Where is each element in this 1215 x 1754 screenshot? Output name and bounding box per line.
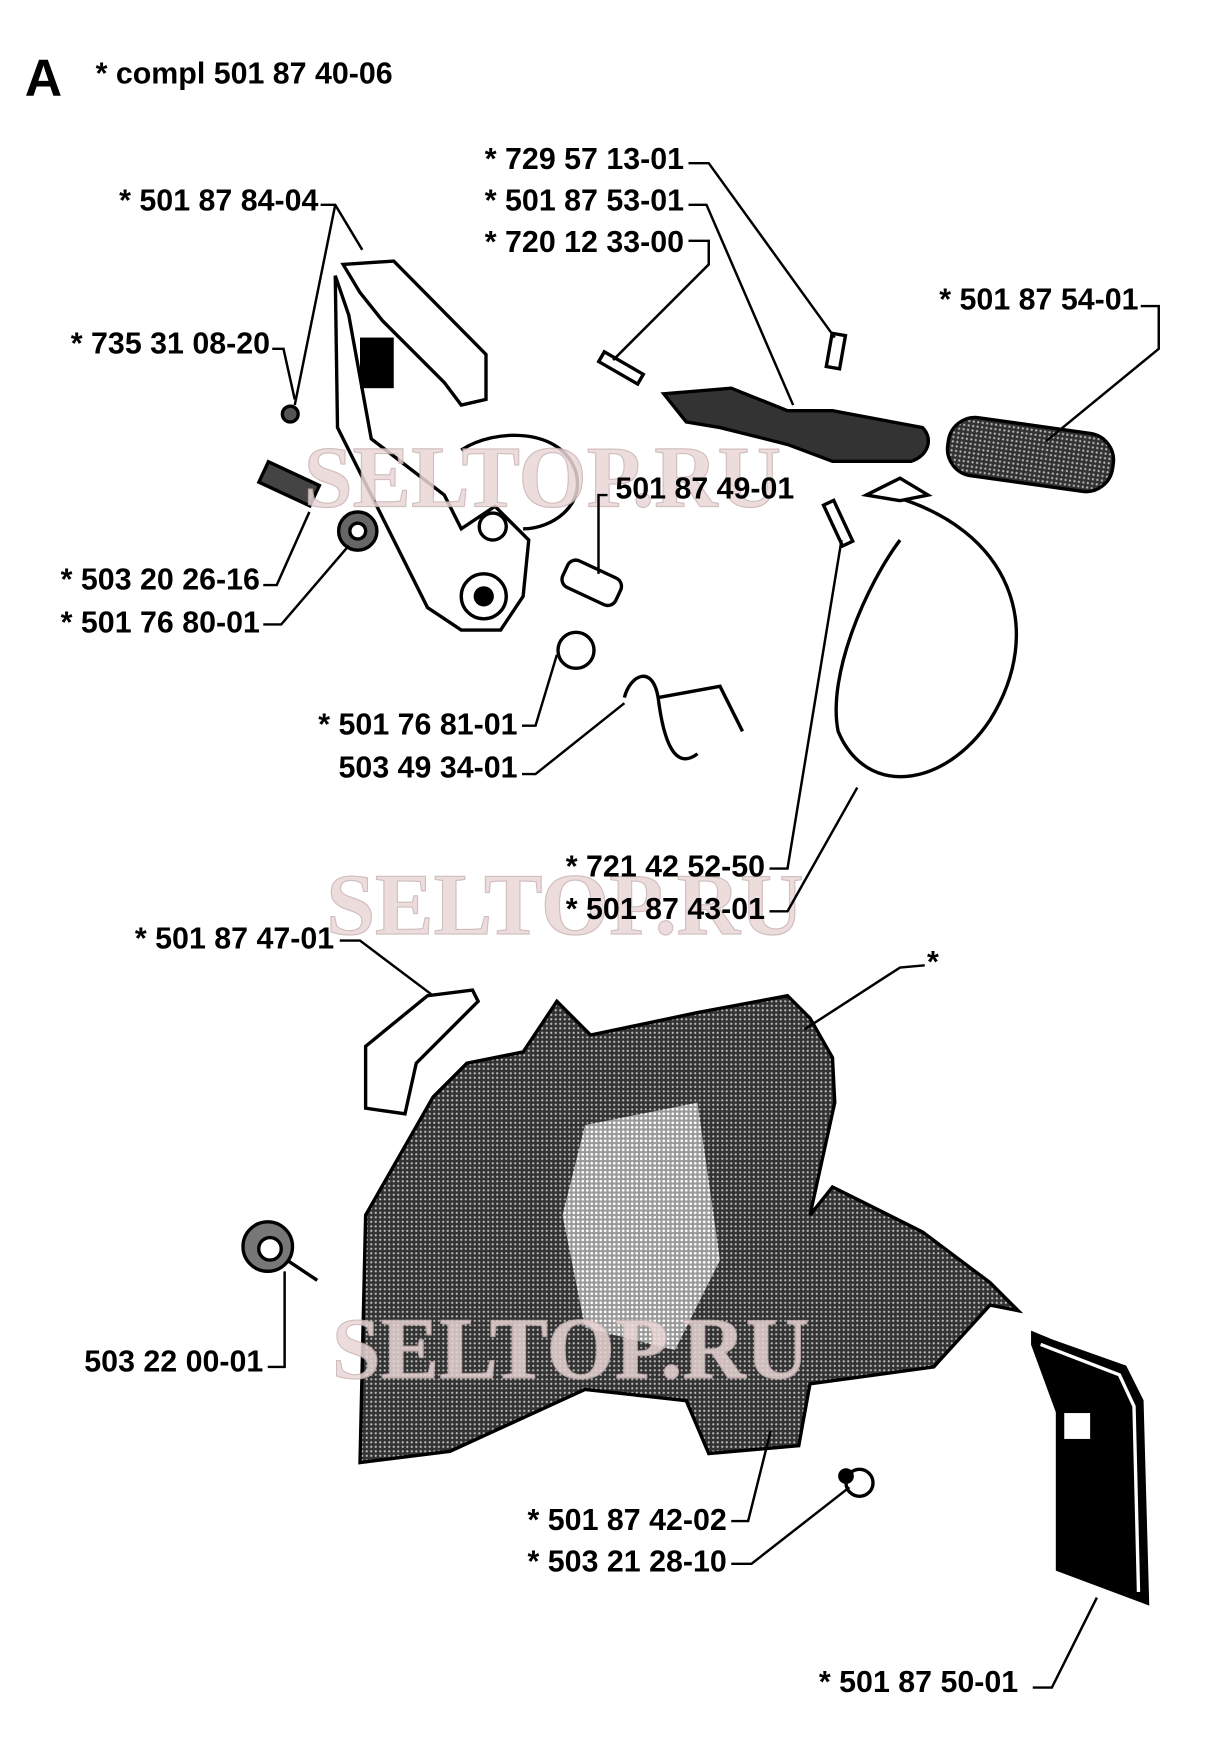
part-label: * 501 87 54-01 — [939, 283, 1138, 316]
part-label: * 501 76 80-01 — [61, 606, 260, 639]
side-cover-plate — [1031, 1330, 1150, 1606]
part-label: 503 22 00-01 — [84, 1345, 263, 1378]
part-label: * — [927, 946, 939, 979]
part-label: * 721 42 52-50 — [566, 850, 765, 883]
part-label: * 501 87 43-01 — [566, 893, 765, 926]
part-label: * 501 87 84-04 — [119, 184, 318, 217]
small-parts — [241, 331, 1116, 1498]
watermark: SELTOP.RU — [332, 1300, 809, 1397]
part-label: * 501 87 42-02 — [528, 1504, 727, 1537]
watermark: SELTOP.RU — [326, 856, 803, 953]
chain-brake-lever — [333, 259, 580, 632]
engine-housing — [358, 993, 1024, 1465]
part-label: * 501 87 50-01 — [819, 1666, 1018, 1699]
part-label: * 501 87 53-01 — [485, 184, 684, 217]
part-label: * 735 31 08-20 — [71, 327, 270, 360]
part-labels: * 501 87 84-04 * 735 31 08-20 * 729 57 1… — [61, 143, 1139, 1699]
part-label: 503 49 34-01 — [339, 751, 518, 784]
part-label: * 503 20 26-16 — [61, 564, 260, 597]
part-label: * 720 12 33-00 — [485, 226, 684, 259]
assembly-label: * compl 501 87 40-06 — [96, 57, 393, 90]
watermark: SELTOP.RU — [304, 428, 781, 525]
part-label: * 501 87 47-01 — [135, 922, 334, 955]
part-label: * 503 21 28-10 — [528, 1546, 727, 1579]
part-label: 501 87 49-01 — [615, 472, 794, 505]
part-label: * 501 76 81-01 — [318, 709, 517, 742]
leader-lines — [263, 161, 1160, 1689]
section-letter: A — [25, 49, 62, 107]
part-label: * 729 57 13-01 — [485, 143, 684, 176]
